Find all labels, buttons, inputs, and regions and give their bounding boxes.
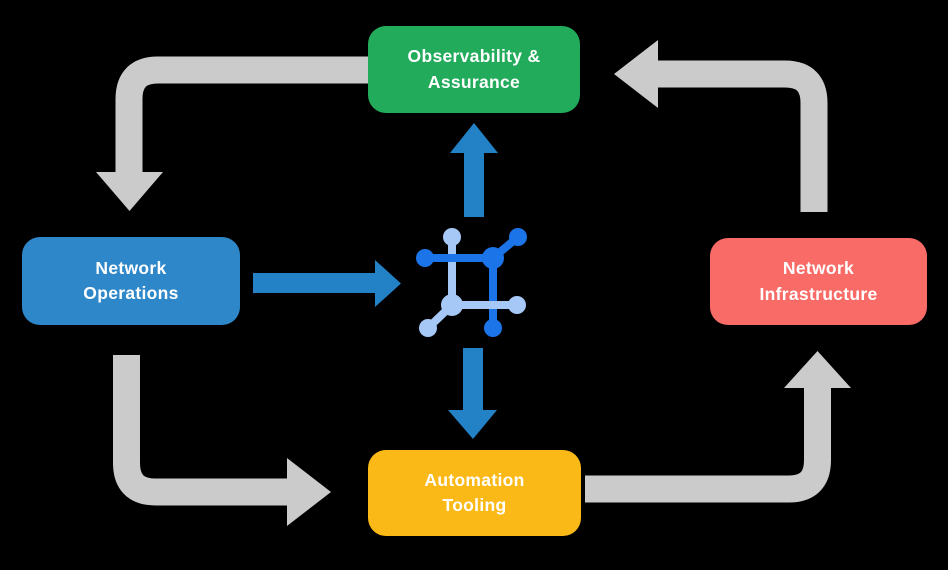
arrow-observability-to-operations [96, 56, 368, 211]
node-network-infrastructure: Network Infrastructure [710, 238, 927, 325]
arrow-tooling-to-infrastructure [585, 351, 851, 503]
arrow-operations-to-hub [253, 260, 401, 307]
arrow-infrastructure-to-observability [614, 40, 828, 212]
node-network-operations: Network Operations [22, 237, 240, 325]
arrow-hub-to-tooling [448, 348, 497, 439]
node-label-tooling: Automation Tooling [424, 469, 525, 515]
node-label-operations: Network Operations [83, 257, 179, 303]
arrow-operations-to-tooling [113, 355, 331, 526]
node-automation-tooling: Automation Tooling [368, 450, 581, 536]
node-label-infrastructure: Network Infrastructure [759, 258, 878, 304]
node-label-observability: Observability & Assurance [407, 46, 541, 92]
network-hub-icon [416, 228, 527, 337]
arrow-hub-to-observability [450, 123, 498, 217]
node-observability-assurance: Observability & Assurance [368, 26, 580, 113]
